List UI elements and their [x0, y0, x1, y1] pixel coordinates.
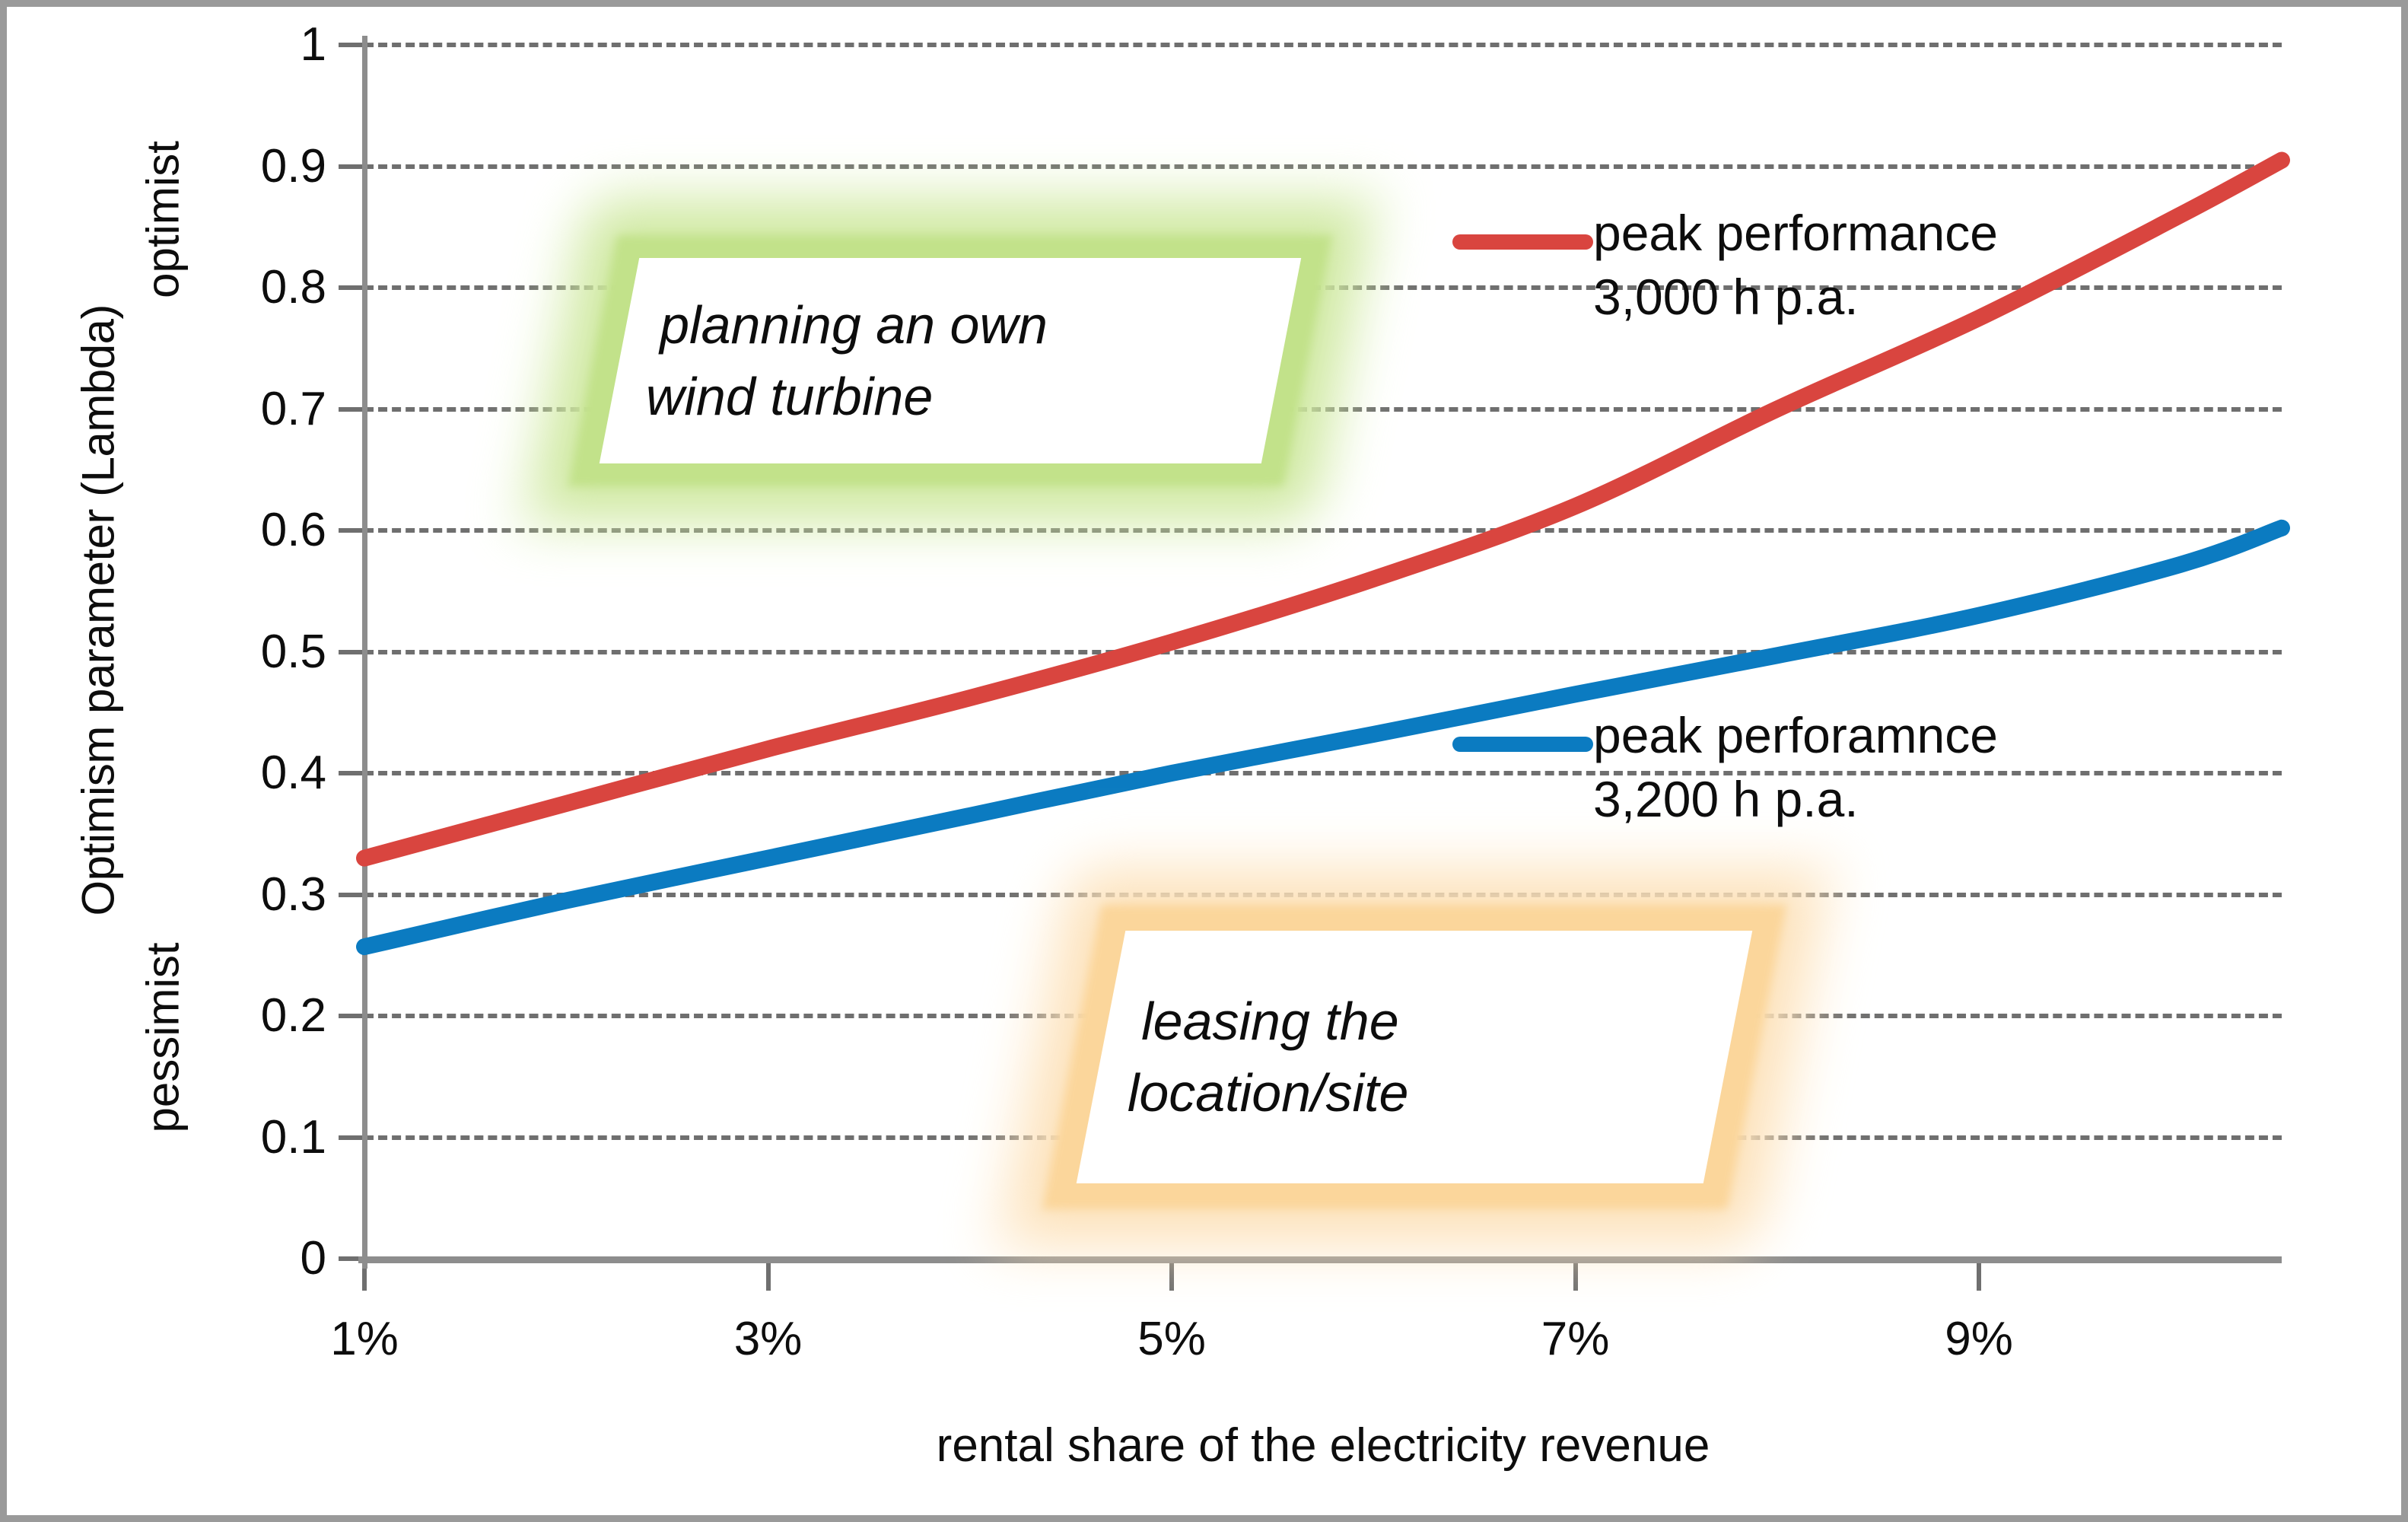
y-tick-mark — [339, 771, 364, 775]
y-tick-mark — [339, 1135, 364, 1140]
x-tick-label: 3% — [733, 1313, 803, 1365]
y-tick-label: 0.9 — [260, 139, 326, 193]
gridline — [364, 43, 2282, 47]
annotation-planning-own-turbine: planning an own wind turbine — [568, 235, 1333, 486]
legend-blue-line1: peak perforamnce — [1593, 707, 1998, 763]
series-line-peak-performance-3000 — [356, 151, 2290, 867]
x-tick-label: 7% — [1541, 1313, 1610, 1365]
x-axis-line — [358, 1256, 2282, 1263]
legend-blue-line2: 3,200 h p.a. — [1593, 771, 1859, 828]
y-tick-mark — [339, 285, 364, 290]
annotation-green-line2: wind turbine — [645, 367, 934, 426]
y-tick-mark — [339, 1256, 364, 1261]
gridline — [364, 528, 2282, 533]
x-tick-label: 1% — [330, 1313, 399, 1365]
series-line-peak-performance-3200 — [356, 519, 2290, 956]
y-tick-label: 0.1 — [260, 1110, 326, 1164]
annotation-green-line1: planning an own — [660, 295, 1048, 355]
annotation-orange-card: leasing the location/site — [1076, 931, 1753, 1183]
gridline — [364, 164, 2282, 169]
y-tick-mark — [339, 1014, 364, 1018]
y-tick-label: 0.4 — [260, 747, 326, 799]
gridline — [364, 892, 2282, 897]
x-tick-mark — [362, 1259, 367, 1291]
legend-swatch-red — [1452, 234, 1593, 250]
y-axis-title: Optimism parameter (Lambda) — [72, 304, 124, 916]
annotation-green-card: planning an own wind turbine — [599, 258, 1302, 463]
legend-red-line1: peak performance — [1593, 205, 1998, 261]
x-tick-label: 9% — [1945, 1313, 2013, 1365]
x-tick-mark — [1977, 1259, 1982, 1291]
y-axis-tick-labels: 0 0.1 0.2 0.3 0.4 0.5 0.6 0.7 0.8 0.9 1 — [129, 7, 326, 1515]
legend-item-peak-performance-3200: peak perforamnce 3,200 h p.a. — [1452, 703, 1998, 832]
x-tick-mark — [1169, 1259, 1175, 1291]
gridline — [364, 771, 2282, 775]
y-tick-label: 0.8 — [260, 261, 326, 314]
y-tick-mark — [339, 164, 364, 169]
y-tick-label: 0.6 — [260, 504, 326, 556]
y-tick-mark — [339, 406, 364, 412]
x-axis-title: rental share of the electricity revenue — [936, 1419, 1710, 1472]
gridline — [364, 649, 2282, 654]
x-tick-mark — [765, 1259, 771, 1291]
y-axis-line — [362, 36, 367, 1269]
y-tick-label: 0.5 — [260, 625, 326, 678]
y-tick-mark — [339, 892, 364, 897]
y-tick-label: 0 — [300, 1232, 326, 1285]
gridline — [364, 285, 2282, 290]
annotation-orange-line1: leasing the — [1141, 991, 1399, 1051]
y-tick-label: 0.3 — [260, 868, 326, 921]
y-tick-mark — [339, 43, 364, 47]
annotation-orange-line2: location/site — [1127, 1063, 1409, 1122]
legend-red-line2: 3,000 h p.a. — [1593, 269, 1859, 326]
series-lines — [356, 151, 2290, 956]
gridline — [364, 406, 2282, 412]
y-tick-mark — [339, 528, 364, 533]
y-tick-mark — [339, 649, 364, 654]
x-tick-mark — [1573, 1259, 1578, 1291]
legend-item-peak-performance-3000: peak performance 3,000 h p.a. — [1452, 201, 1998, 330]
plot-area — [339, 36, 2290, 1291]
annotation-leasing-location: leasing the location/site — [1042, 905, 1786, 1209]
y-tick-label: 0.2 — [260, 989, 326, 1042]
x-tick-label: 5% — [1137, 1313, 1206, 1365]
y-tick-label: 0.7 — [260, 382, 326, 435]
y-tick-label: 1 — [300, 18, 326, 71]
legend-swatch-blue — [1452, 737, 1593, 752]
